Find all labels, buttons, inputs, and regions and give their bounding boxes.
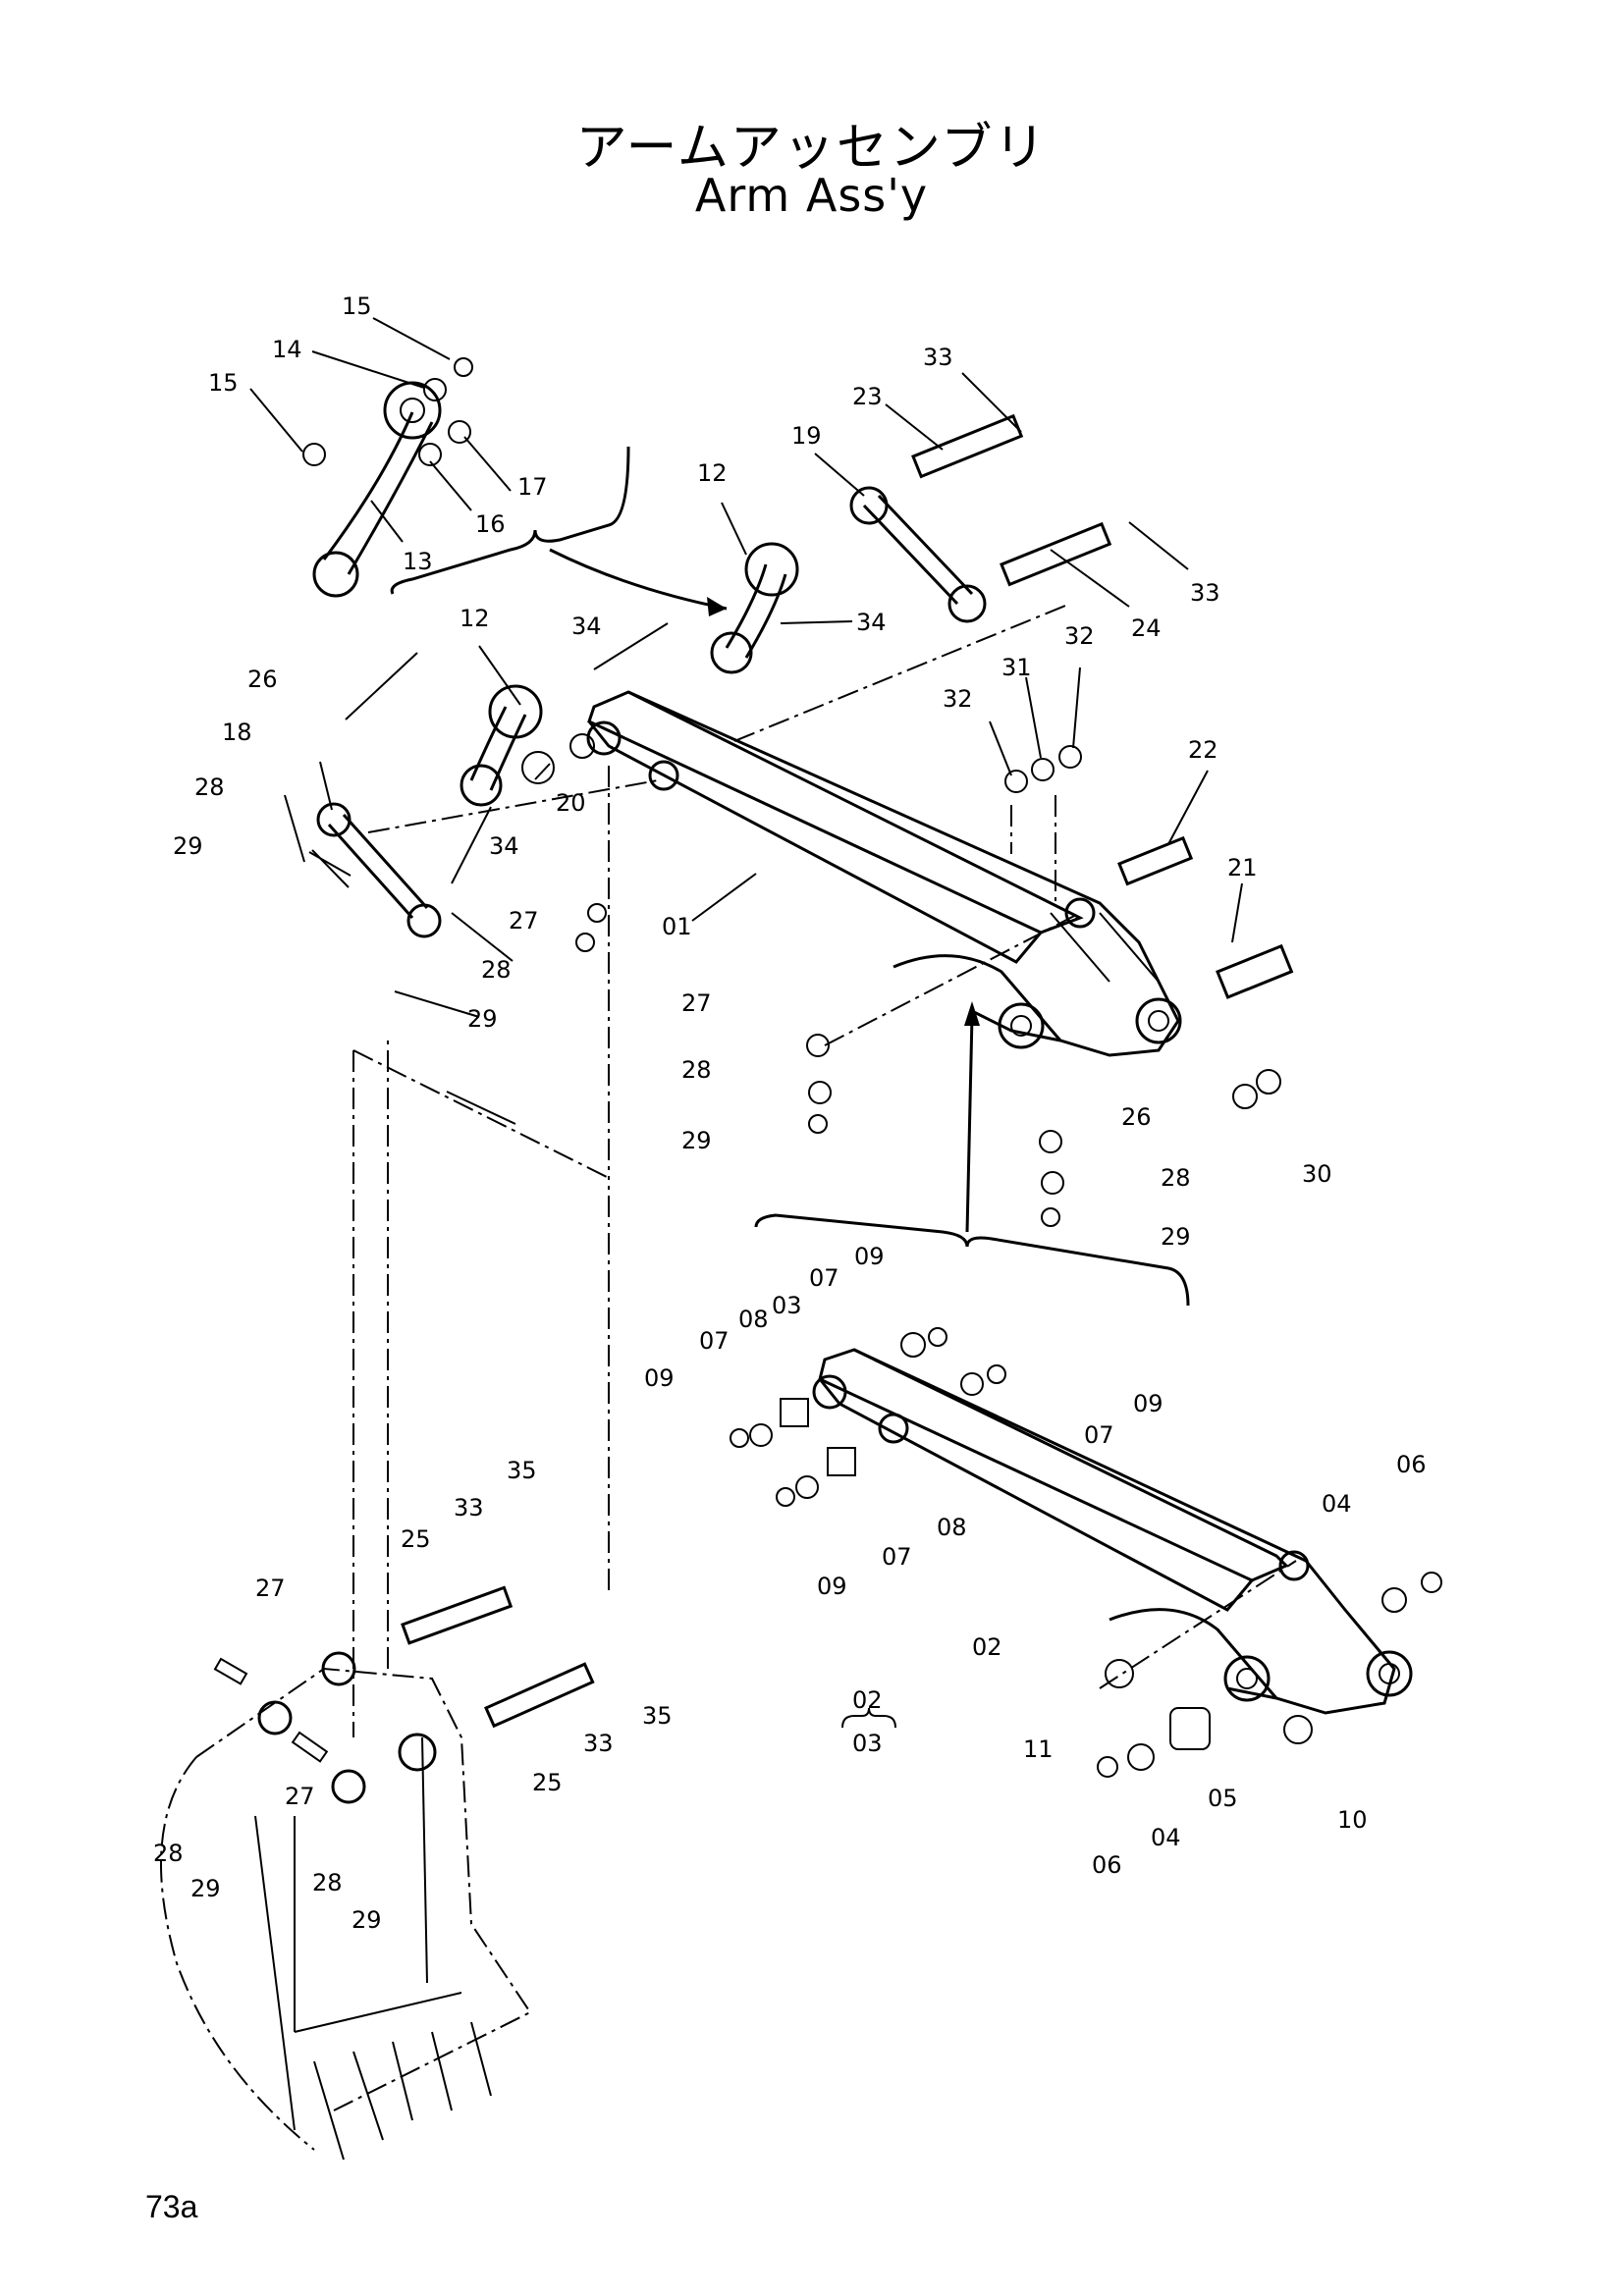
callout-35b: 35	[642, 1702, 673, 1730]
callout-12b: 12	[460, 605, 490, 632]
callout-31: 31	[1001, 654, 1032, 681]
linkage-drawing	[312, 381, 987, 938]
variant-02: 02	[852, 1686, 883, 1714]
callout-08b: 08	[937, 1514, 967, 1541]
callout-07a: 07	[699, 1327, 730, 1355]
bucket-drawing	[160, 1651, 532, 2161]
callout-02: 02	[972, 1633, 1002, 1661]
callout-07c: 07	[1084, 1421, 1114, 1449]
callout-26a: 26	[247, 666, 278, 693]
callout-14: 14	[272, 336, 302, 363]
callout-19: 19	[791, 422, 822, 450]
callout-33c: 33	[454, 1494, 484, 1522]
callout-22: 22	[1188, 736, 1218, 764]
callout-07d: 07	[882, 1543, 912, 1571]
callout-12a: 12	[697, 459, 728, 487]
callout-20: 20	[556, 789, 586, 817]
callout-34b: 34	[571, 613, 602, 640]
title-japanese: アームアッセンブリ	[575, 119, 1048, 178]
callout-29d: 29	[1161, 1223, 1191, 1251]
callout-34c: 34	[489, 832, 519, 860]
callout-03: 03	[772, 1292, 802, 1319]
callout-16: 16	[475, 510, 506, 538]
callout-06b: 06	[1092, 1851, 1122, 1879]
callout-27a: 27	[509, 907, 539, 934]
callout-28b: 28	[481, 956, 512, 984]
callout-33a: 33	[923, 344, 953, 371]
callout-33d: 33	[583, 1730, 614, 1757]
callout-09b: 09	[854, 1243, 885, 1270]
callout-34a: 34	[856, 609, 887, 636]
callout-29a: 29	[173, 832, 203, 860]
callout-21: 21	[1227, 854, 1258, 881]
callout-09c: 09	[1133, 1390, 1163, 1417]
callout-04a: 04	[1322, 1490, 1352, 1518]
callout-17: 17	[517, 473, 548, 501]
callout-11: 11	[1023, 1735, 1054, 1763]
callout-15a: 15	[342, 293, 372, 320]
callout-26b: 26	[1121, 1103, 1152, 1131]
callout-29e: 29	[190, 1875, 221, 1902]
page-number: 73a	[145, 2189, 198, 2224]
callout-09d: 09	[817, 1573, 847, 1600]
callout-30: 30	[1302, 1160, 1332, 1188]
callout-18: 18	[222, 719, 252, 746]
callout-23: 23	[852, 383, 883, 410]
callout-10: 10	[1337, 1806, 1368, 1834]
arm-01-drawing	[586, 690, 1182, 1057]
callout-09a: 09	[644, 1364, 675, 1392]
callout-24: 24	[1131, 614, 1162, 642]
callout-06a: 06	[1396, 1451, 1427, 1478]
callout-32b: 32	[1064, 622, 1095, 650]
callout-32a: 32	[943, 685, 973, 713]
callout-33b: 33	[1190, 579, 1220, 607]
title-english: Arm Ass'y	[694, 169, 929, 222]
leader-lines	[249, 317, 1243, 1125]
callout-27c: 27	[255, 1575, 286, 1602]
callout-05: 05	[1208, 1785, 1238, 1812]
callout-28e: 28	[153, 1840, 184, 1867]
callout-07b: 07	[809, 1264, 839, 1292]
callout-27d: 27	[285, 1783, 315, 1810]
small-parts-drawing	[302, 357, 1442, 1778]
callout-01: 01	[662, 913, 692, 940]
callout-29b: 29	[467, 1005, 498, 1033]
callout-13: 13	[403, 548, 433, 575]
arm-02-drawing	[812, 1348, 1413, 1715]
guide-lines	[352, 603, 1297, 1737]
callout-27b: 27	[681, 989, 712, 1017]
callout-labels: 15 14 15 17 16 13 12 19 23 33 33 24 34 1…	[153, 293, 1427, 1934]
callout-35a: 35	[507, 1457, 537, 1484]
callout-04b: 04	[1151, 1824, 1181, 1851]
callout-29f: 29	[352, 1906, 382, 1934]
pins-drawing	[401, 413, 1294, 1729]
callout-25b: 25	[532, 1769, 563, 1796]
callout-15b: 15	[208, 369, 239, 397]
brace-arrows	[390, 446, 1190, 1729]
callout-28c: 28	[681, 1056, 712, 1084]
callout-28d: 28	[1161, 1164, 1191, 1192]
callout-28a: 28	[194, 774, 225, 801]
callout-29c: 29	[681, 1127, 712, 1154]
variant-03: 03	[852, 1730, 883, 1757]
callout-28f: 28	[312, 1869, 343, 1896]
callout-08a: 08	[738, 1306, 769, 1333]
callout-25a: 25	[401, 1525, 431, 1553]
